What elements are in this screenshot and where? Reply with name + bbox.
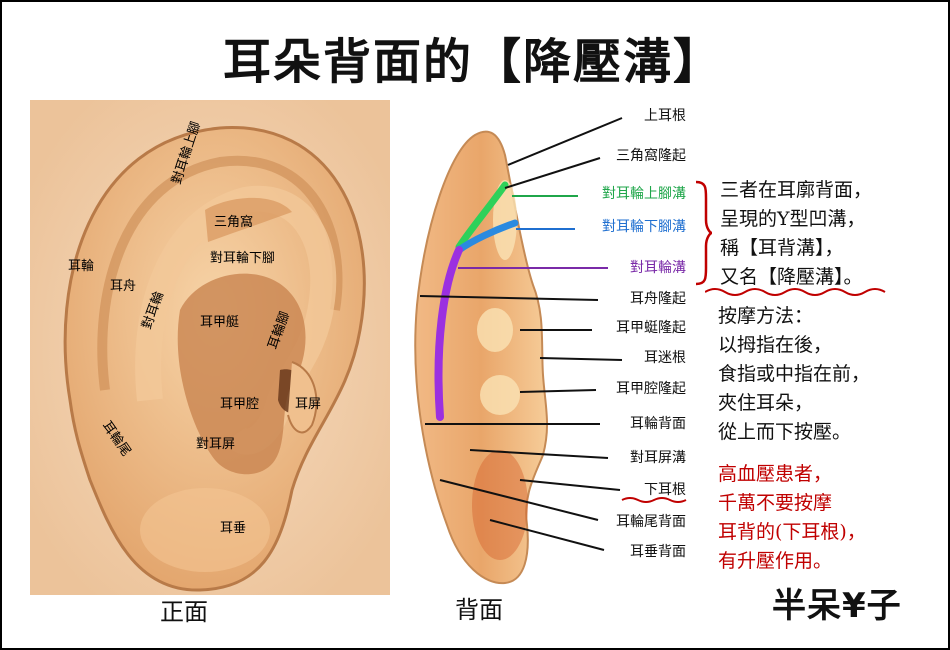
desc-line: 呈現的Y型凹溝， xyxy=(720,208,866,230)
back-label: 耳迷根 xyxy=(644,350,686,366)
desc-line: 三者在耳廓背面， xyxy=(720,179,873,201)
wavy-underline xyxy=(705,288,886,296)
leader-line xyxy=(507,117,623,166)
back-label: 三角窩隆起 xyxy=(616,147,686,164)
page-title: 耳朵背面的【降壓溝】 xyxy=(222,34,723,90)
warning-line: 千萬不要按摩 xyxy=(718,492,833,514)
massage-line: 夾住耳朵， xyxy=(718,392,814,414)
back-label: 耳垂背面 xyxy=(630,544,686,560)
label-er-jia-ting: 耳甲艇 xyxy=(200,315,239,330)
massage-line: 以拇指在後， xyxy=(718,334,833,356)
back-label: 對耳輪下腳溝 xyxy=(602,218,686,235)
leader-line xyxy=(469,449,609,459)
back-label: 對耳屏溝 xyxy=(630,450,686,466)
back-caption: 背面 xyxy=(455,596,503,624)
back-label: 耳甲蜓隆起 xyxy=(616,320,686,336)
warning-line: 高血壓患者， xyxy=(718,463,833,485)
front-ear-diagram: 耳輪 耳舟 對耳輪上腳 三角窩 對耳輪下腳 對耳輪 耳甲艇 耳輪腳 耳甲腔 耳屏… xyxy=(30,100,390,595)
massage-method: 按摩方法： 以拇指在後， 食指或中指在前， 夾住耳朵， 從上而下按壓。 xyxy=(718,302,870,447)
label-san-jiao-wo: 三角窩 xyxy=(214,214,253,230)
front-caption: 正面 xyxy=(160,598,208,626)
leader-line xyxy=(504,157,601,189)
back-label: 對耳輪上腳溝 xyxy=(602,185,686,202)
back-ear-diagram xyxy=(414,130,549,585)
label-er-chui: 耳垂 xyxy=(220,521,246,536)
back-label: 耳甲腔隆起 xyxy=(616,381,686,397)
leader-line xyxy=(539,357,623,361)
wavy-underline-xia-er-gen xyxy=(621,497,687,503)
massage-line: 食指或中指在前， xyxy=(718,363,871,385)
massage-line: 按摩方法： xyxy=(718,305,814,327)
brand-logo: 半呆¥子 xyxy=(772,586,902,626)
leader-line xyxy=(519,479,621,491)
label-er-jia-qiang: 耳甲腔 xyxy=(220,397,259,412)
warning-note: 高血壓患者， 千萬不要按摩 耳背的(下耳根)， 有升壓作用。 xyxy=(718,460,866,576)
back-label: 對耳輪溝 xyxy=(630,259,686,276)
massage-line: 從上而下按壓。 xyxy=(718,421,852,443)
label-er-ping: 耳屏 xyxy=(295,397,321,412)
leader-line xyxy=(519,389,597,393)
desc-line: 又名【降壓溝】。 xyxy=(720,266,863,288)
label-er-lun: 耳輪 xyxy=(68,258,94,274)
back-label: 耳輪尾背面 xyxy=(616,513,686,530)
warning-line: 耳背的(下耳根)， xyxy=(718,521,866,543)
label-dui-er-lun-xia-jiao: 對耳輪下腳 xyxy=(210,250,275,266)
label-er-zhou: 耳舟 xyxy=(110,279,136,294)
leader-line xyxy=(439,479,599,521)
leader-line xyxy=(419,295,599,301)
groove-description: 三者在耳廓背面， 呈現的Y型凹溝， 稱【耳背溝】， 又名【降壓溝】。 xyxy=(720,176,872,292)
brace xyxy=(695,180,713,286)
back-label: 上耳根 xyxy=(644,108,686,124)
leader-line xyxy=(489,519,605,551)
back-label: 耳舟隆起 xyxy=(630,291,686,307)
back-label: 下耳根 xyxy=(644,482,686,498)
desc-line: 稱【耳背溝】， xyxy=(720,237,844,259)
warning-line: 有升壓作用。 xyxy=(718,550,833,572)
label-dui-er-ping: 對耳屏 xyxy=(196,437,235,452)
back-label: 耳輪背面 xyxy=(630,415,686,432)
